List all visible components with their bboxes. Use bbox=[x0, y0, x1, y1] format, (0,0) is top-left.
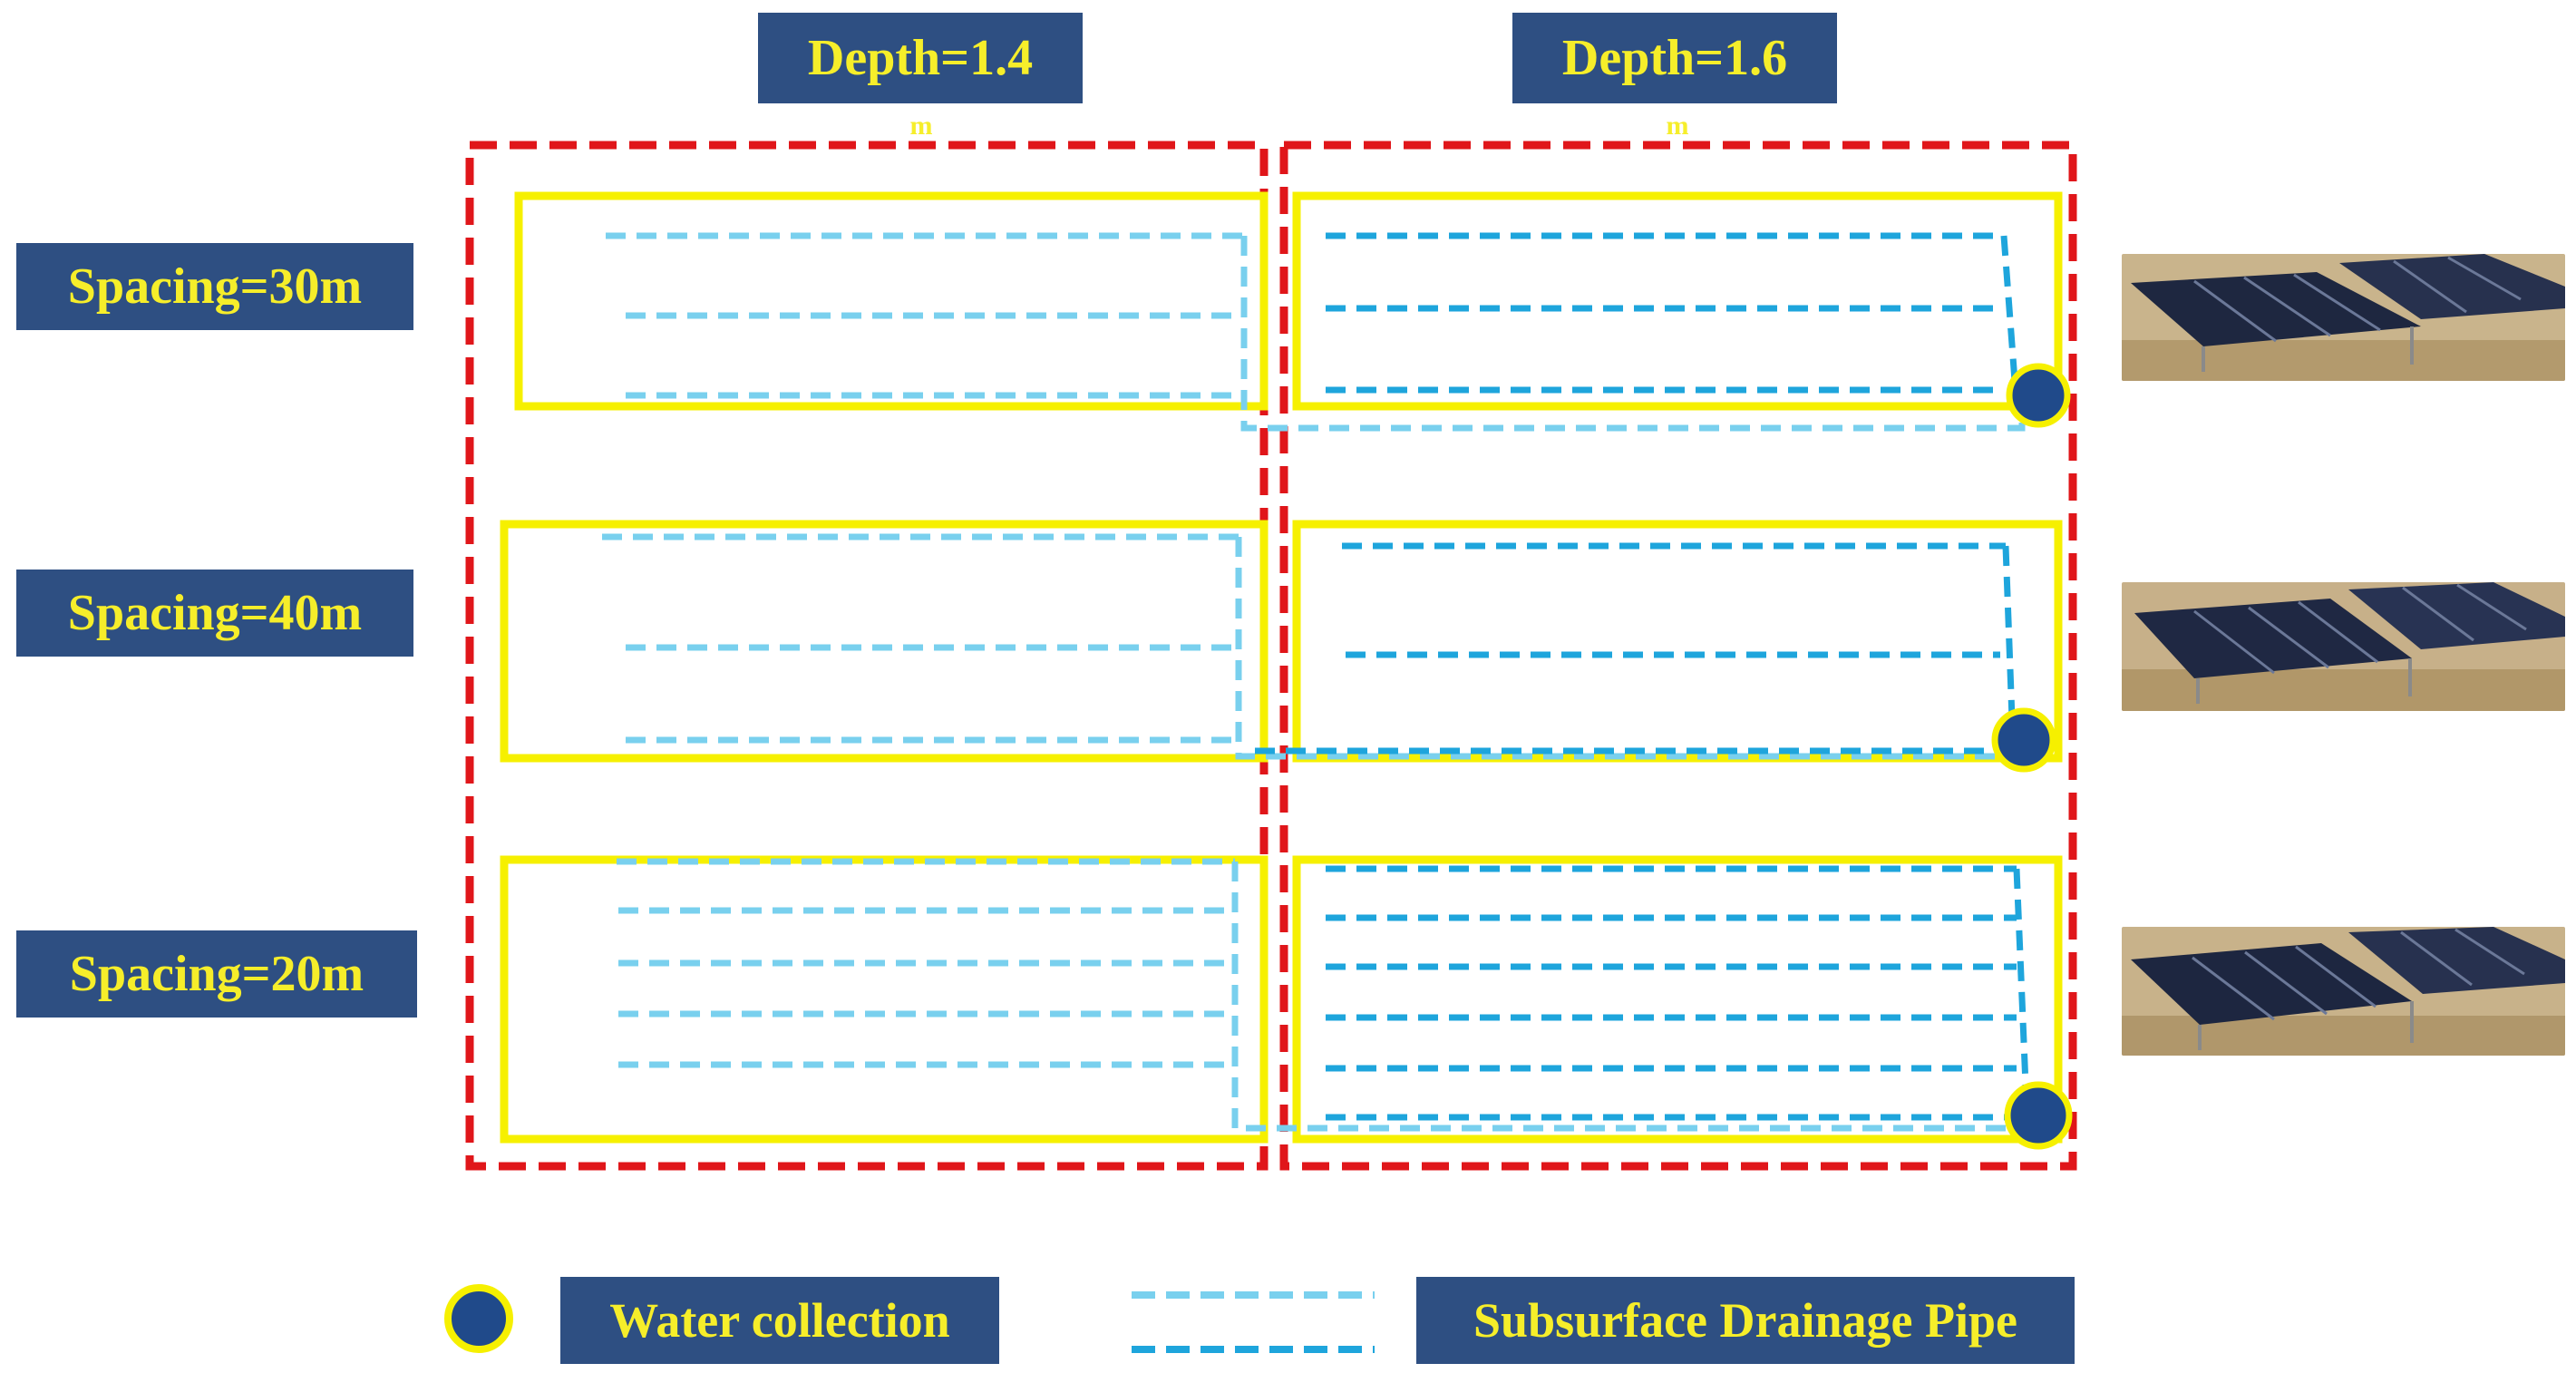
pipes-40m-depth-1-4 bbox=[602, 533, 2024, 760]
legend-drainage-pipe-label: Subsurface Drainage Pipe bbox=[1416, 1277, 2075, 1364]
spacing-label-40m: Spacing=40m bbox=[16, 570, 413, 657]
solar-panel-photo-svg bbox=[2122, 582, 2565, 711]
pipes-30m-depth-1-6 bbox=[1326, 232, 2018, 394]
solar-panel-photo-svg bbox=[2122, 927, 2565, 1056]
depth-1-6-boundary bbox=[1279, 141, 2077, 1171]
spacing-label-20m: Spacing=20m bbox=[16, 930, 417, 1018]
pipes-20m-depth-1-4 bbox=[617, 858, 2027, 1132]
water-collection-well-icon-20m bbox=[2004, 1081, 2073, 1150]
field-30m-left bbox=[514, 191, 1269, 411]
depth-unit-mark-2: m bbox=[1666, 111, 1689, 141]
solar-panel-photo-svg bbox=[2122, 254, 2565, 381]
field-40m-right bbox=[1292, 520, 2063, 763]
pipes-20m-depth-1-6 bbox=[1326, 865, 2031, 1129]
field-20m-right bbox=[1292, 855, 2063, 1144]
solar-panel-photo-2 bbox=[2122, 582, 2565, 711]
pipes-30m-depth-1-4 bbox=[606, 232, 2026, 432]
field-30m-right bbox=[1292, 191, 2063, 411]
water-collection-well-icon-40m bbox=[1991, 707, 2056, 773]
depth-1-4-boundary bbox=[465, 141, 1269, 1171]
depth-unit-mark-1: m bbox=[909, 111, 933, 141]
solar-panel-photo-1 bbox=[2122, 254, 2565, 381]
water-collection-well-icon-30m bbox=[2006, 363, 2071, 428]
solar-panel-photo-3 bbox=[2122, 927, 2565, 1056]
field-40m-left bbox=[500, 520, 1269, 763]
legend-water-collection-icon bbox=[444, 1284, 513, 1353]
field-20m-left bbox=[500, 855, 1269, 1144]
legend-water-collection-label: Water collection bbox=[560, 1277, 999, 1364]
depth-label-1: Depth=1.4 bbox=[758, 13, 1083, 103]
depth-label-2: Depth=1.6 bbox=[1512, 13, 1837, 103]
pipes-40m-depth-1-6 bbox=[1255, 542, 2017, 755]
spacing-label-30m: Spacing=30m bbox=[16, 243, 413, 330]
